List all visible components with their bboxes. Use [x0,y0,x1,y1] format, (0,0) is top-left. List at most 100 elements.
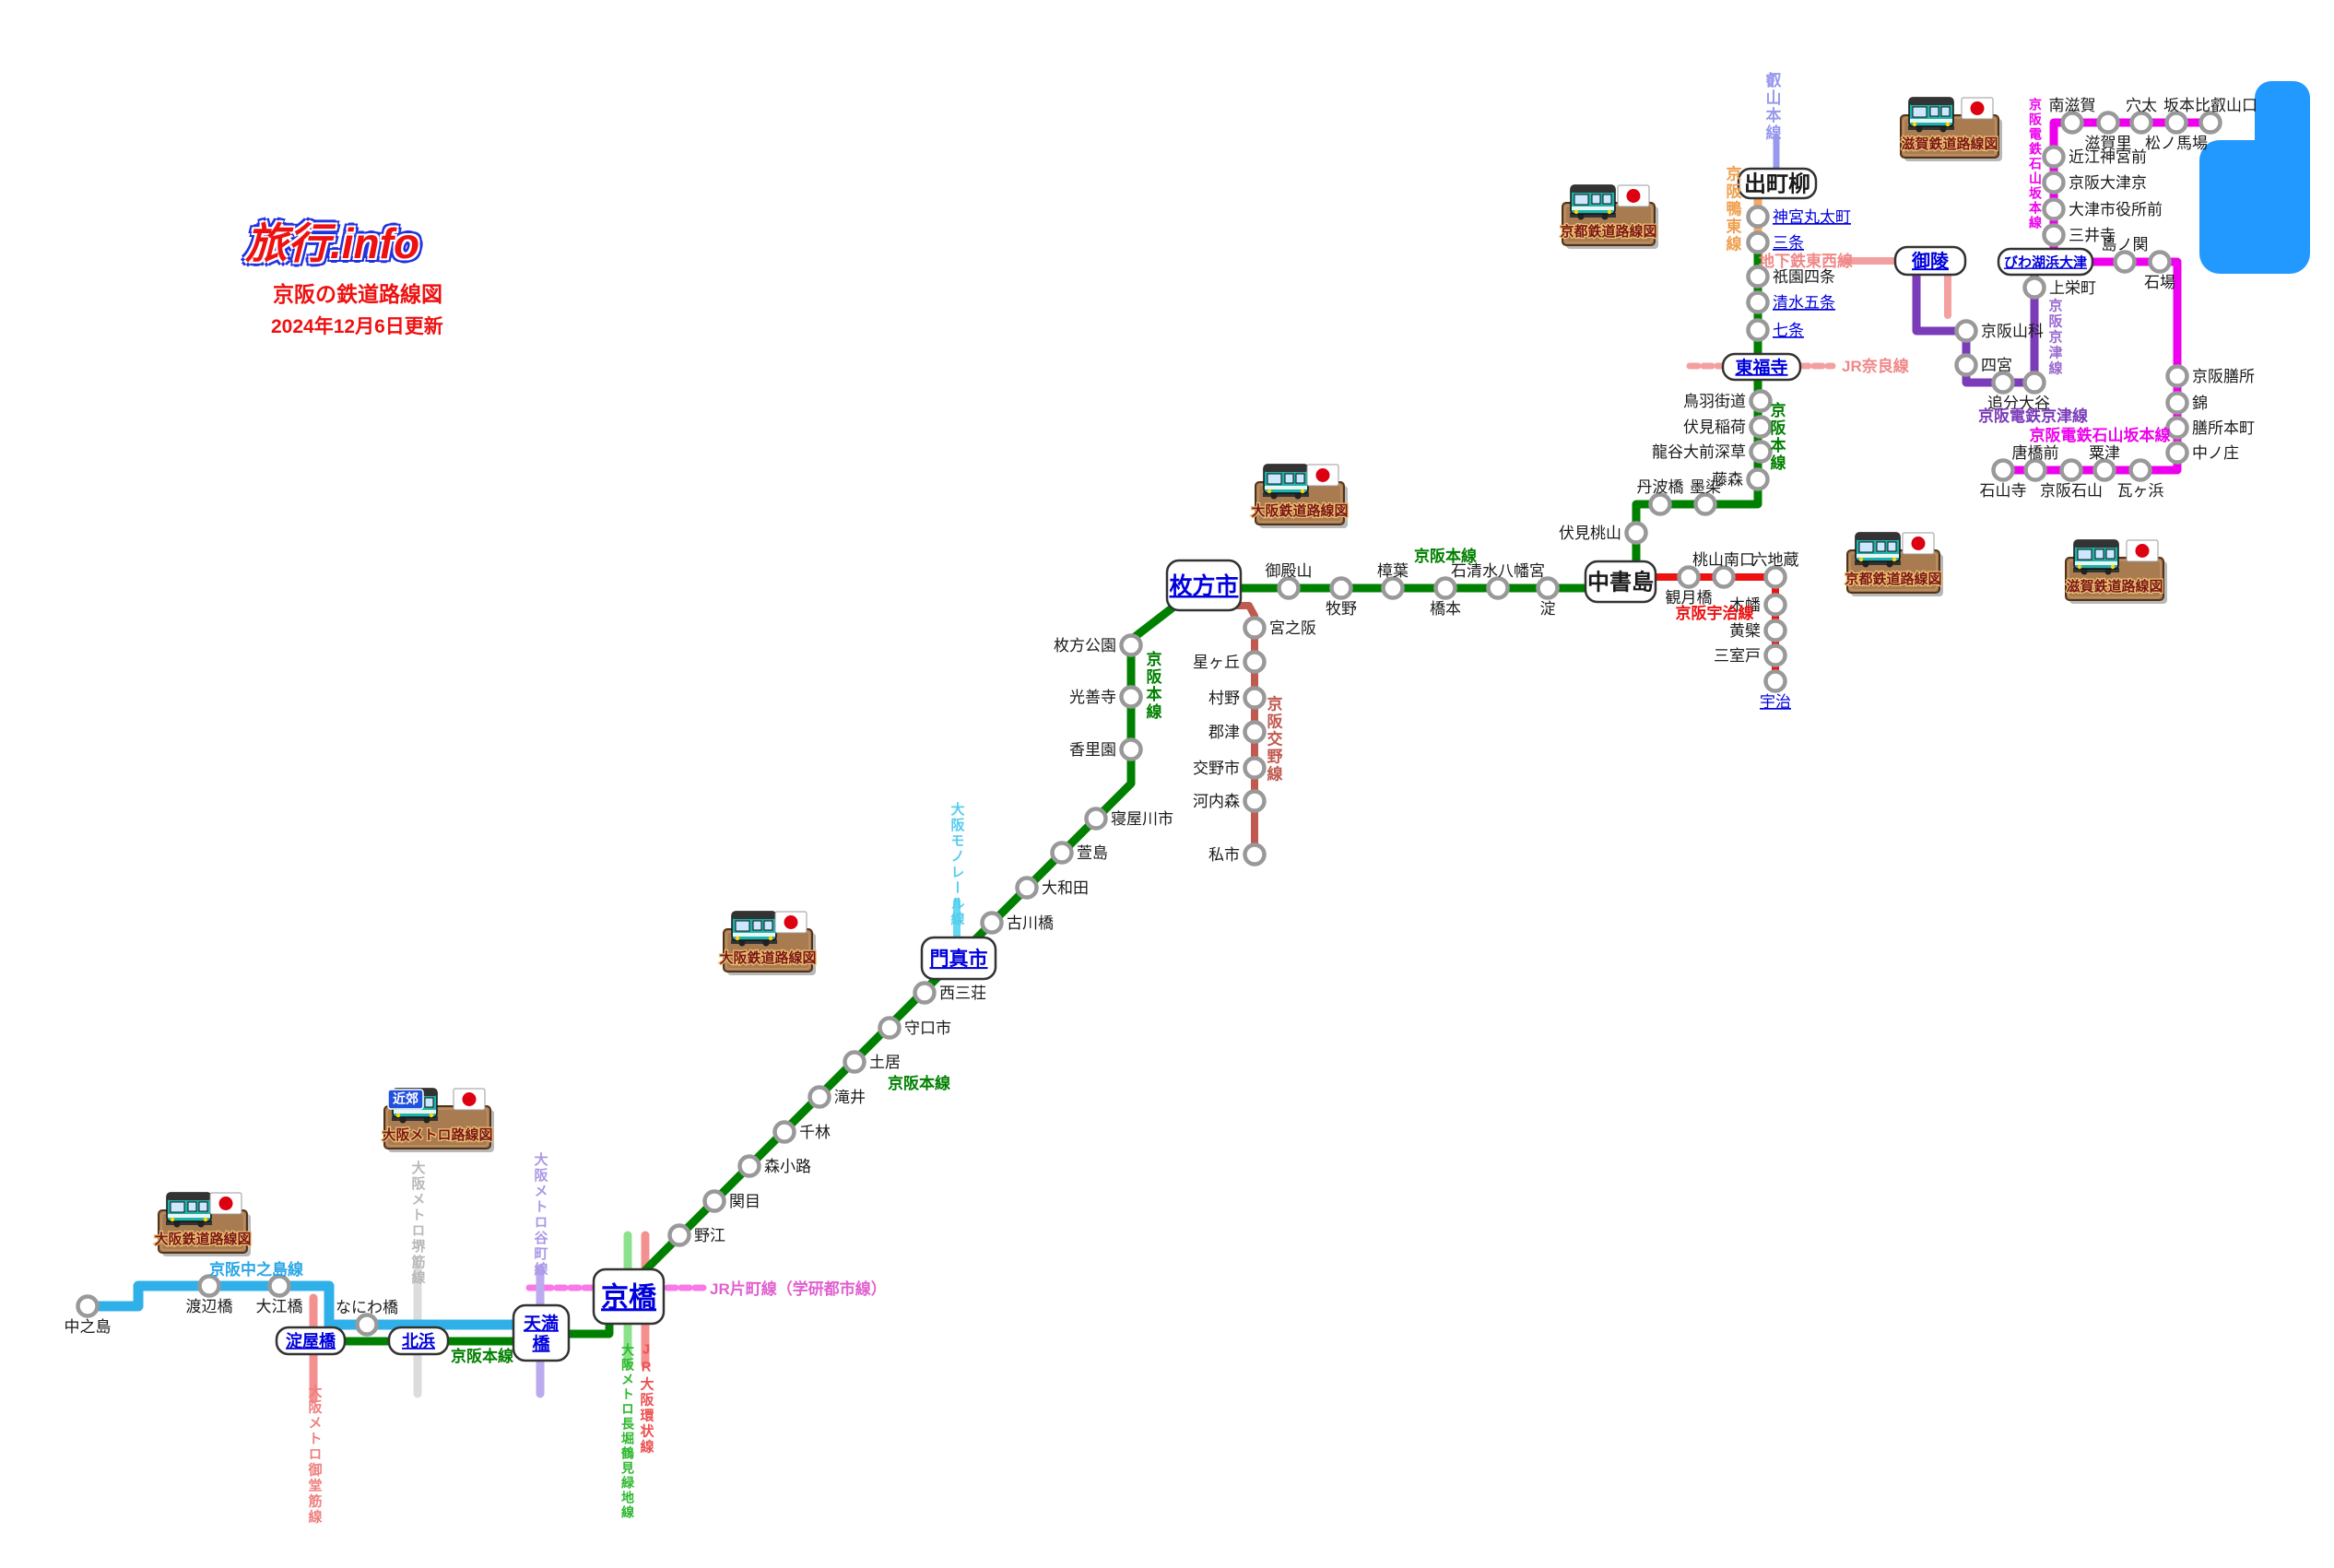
station-box-label[interactable]: 東福寺 [1735,357,1787,378]
panel-滋賀鉄道路線図[interactable]: 滋賀鉄道路線図 [2065,539,2167,604]
panel-京都鉄道路線図[interactable]: 京都鉄道路線図 [1844,532,1943,596]
station-dot [1243,843,1267,867]
station-box-label[interactable]: 淀屋橋 [286,1331,336,1350]
station-label: 伏見桃山 [1559,525,1621,542]
station-近江神宮前: 近江神宮前 [2042,145,2147,169]
station-box-label[interactable]: 京橋 [601,1281,657,1313]
station-label: 滋賀里 [2085,135,2132,152]
station-dot [2022,371,2046,395]
station-box-label[interactable]: 橋 [532,1333,550,1354]
station-dot [1243,756,1267,780]
station-守口市: 守口市 [878,1016,951,1040]
panel-大阪鉄道路線図[interactable]: 大阪鉄道路線図 [1250,464,1350,528]
station-dot [2042,145,2066,169]
station-dot [355,1313,379,1337]
station-box-東福寺[interactable]: 東福寺 [1721,352,1802,382]
station-松ノ馬場: 松ノ馬場 [2145,111,2208,152]
station-唐橋前: 唐橋前 [2012,443,2059,482]
station-label: 古川橋 [1007,914,1054,932]
panel-label[interactable]: 滋賀鉄道路線図 [2065,577,2164,596]
station-伏見桃山: 伏見桃山 [1559,521,1648,545]
station-label: 粟津 [2089,444,2120,462]
station-dot [197,1274,221,1298]
station-墨染: 墨染 [1690,478,1721,516]
station-label: 野江 [694,1227,725,1244]
station-label[interactable]: 宇治 [1760,693,1791,711]
line-name-label: 京阪電鉄石山坂本線 [2028,97,2043,230]
line-name-label: 京阪交野線 [1265,694,1283,783]
station-dot [1329,576,1353,600]
panel-大阪鉄道路線図[interactable]: 大阪鉄道路線図 [153,1192,253,1256]
station-box-京橋[interactable]: 京橋 [592,1267,666,1326]
station-box-label[interactable]: 枚方市 [1169,572,1238,599]
station-追分: 追分 [1987,371,2019,412]
station-dot [1954,353,1978,377]
station-label: 西三荘 [939,984,986,1002]
station-box-label[interactable]: 御陵 [1911,250,1950,272]
station-label[interactable]: 三条 [1773,234,1804,252]
station-box-門真市[interactable]: 門真市 [920,936,997,981]
station-label: 橋本 [1430,600,1461,618]
station-滝井: 滝井 [807,1085,866,1109]
station-box-label[interactable]: 門真市 [930,948,988,970]
station-box-御陵[interactable]: 御陵 [1893,245,1967,277]
panel-大阪鉄道路線図[interactable]: 大阪鉄道路線図 [718,911,818,975]
station-box-北浜[interactable]: 北浜 [387,1326,450,1356]
site-logo-text[interactable]: 旅行.info [245,219,420,267]
panel-label[interactable]: 大阪鉄道路線図 [153,1230,253,1249]
station-label: 大谷 [2019,395,2050,412]
station-黄檗: 黄檗 [1729,619,1787,643]
station-三条: 三条 [1746,230,1804,254]
line-name-label: 京阪本線 [1144,650,1162,721]
train-icon [1908,97,1954,133]
panel-label[interactable]: 大阪メトロ路線図 [381,1126,494,1145]
station-label[interactable]: 神宮丸太町 [1773,208,1851,226]
station-大和田: 大和田 [1015,876,1089,900]
station-dot [913,981,937,1005]
station-dot [772,1120,796,1144]
japan-flag-dot [462,1092,477,1106]
station-label: 京阪膳所 [2192,368,2255,385]
station-dot [1991,371,2015,395]
site-logo[interactable]: 旅行.info 京阪の鉄道路線図 2024年12月6日更新 [245,210,632,339]
station-dot [2165,441,2189,465]
station-box-label[interactable]: 天満 [524,1314,559,1334]
station-box-枚方市[interactable]: 枚方市 [1165,559,1243,612]
station-dot [1693,492,1717,516]
panel-label[interactable]: 京都鉄道路線図 [1844,570,1943,589]
line-name-label: JR大阪環状線 [639,1342,654,1456]
station-label: 滝井 [834,1089,866,1106]
station-label: 大津市役所前 [2069,201,2163,218]
station-box-淀屋橋[interactable]: 淀屋橋 [275,1326,347,1356]
panel-label[interactable]: 滋賀鉄道路線図 [1900,135,1999,154]
station-label: 唐橋前 [2012,443,2059,462]
station-label: 祇園四条 [1773,268,1835,286]
station-box-label[interactable]: 北浜 [402,1332,435,1350]
station-南滋賀: 南滋賀 [2049,97,2096,135]
station-dot [2165,416,2189,440]
station-淀: 淀 [1536,576,1560,618]
station-label: 渡辺橋 [186,1298,233,1315]
station-label: 萱島 [1077,844,1108,862]
station-box-label[interactable]: びわ湖浜大津 [2004,253,2087,270]
station-label: 私市 [1208,846,1240,864]
station-村野: 村野 [1208,686,1267,710]
station-label: 郡津 [1208,724,1240,741]
panel-label[interactable]: 大阪鉄道路線図 [1250,501,1350,521]
station-label[interactable]: 七条 [1773,322,1804,339]
panel-京都鉄道路線図[interactable]: 京都鉄道路線図 [1559,184,1658,249]
station-宇治: 宇治 [1760,669,1791,711]
station-label[interactable]: 清水五条 [1773,294,1835,312]
station-box-frame [920,936,997,981]
station-box-びわ湖浜大津[interactable]: びわ湖浜大津 [1997,247,2094,277]
panel-滋賀鉄道路線図[interactable]: 滋賀鉄道路線図 [1900,97,2002,161]
panel-label[interactable]: 大阪鉄道路線図 [718,949,818,968]
station-label: 京阪山科 [1981,323,2044,340]
station-dot [1746,205,1770,229]
station-dot [1746,290,1770,314]
station-box-天満橋[interactable]: 天満橋 [512,1303,571,1362]
station-関目: 関目 [702,1189,760,1213]
station-label: 香里園 [1069,741,1116,759]
panel-label[interactable]: 京都鉄道路線図 [1559,222,1658,242]
